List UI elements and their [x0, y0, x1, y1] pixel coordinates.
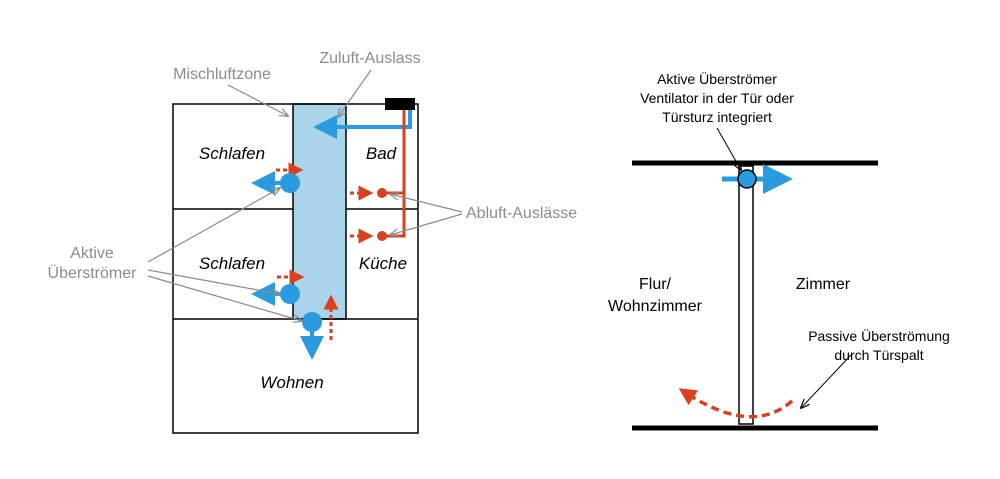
active-overflow-unit-schlafen-bottom	[280, 284, 300, 304]
label-mischluftzone: Mischluftzone	[173, 66, 271, 83]
leader-line	[801, 354, 852, 408]
label-tuerspalt: durch Türspalt	[834, 347, 923, 363]
leader-line	[338, 69, 372, 117]
exhaust-duct	[377, 110, 406, 241]
floor-plan-outline	[172, 103, 419, 434]
supply-outlet-box	[385, 98, 415, 110]
active-overflow-unit-wohnen	[302, 312, 322, 332]
door-fan	[737, 169, 757, 189]
exhaust-outlet-kueche	[377, 231, 387, 241]
label-zuluft-auslass: Zuluft-Auslass	[319, 50, 420, 67]
active-overflow-unit-schlafen-top	[280, 173, 300, 193]
leader-line	[147, 269, 280, 294]
room-label-bad: Bad	[366, 144, 397, 163]
leader-line	[390, 213, 463, 235]
leader-line	[227, 84, 288, 116]
label-aktive-ueberstroemer: Aktive Überströmer	[657, 70, 777, 87]
room-label-schlafen-top: Schlafen	[199, 144, 265, 163]
door-labels: Aktive Überströmer Ventilator in der Tür…	[608, 70, 950, 363]
room-labels: Schlafen Bad Schlafen Küche Wohnen	[199, 144, 407, 392]
label-zimmer: Zimmer	[796, 276, 851, 293]
label-flur: Flur/	[639, 276, 672, 293]
room-label-kueche: Küche	[359, 254, 407, 273]
label-ventilator: Ventilator in der Tür oder	[640, 90, 794, 106]
room-label-schlafen-bottom: Schlafen	[199, 254, 265, 273]
leader-line	[390, 194, 463, 213]
leader-line	[147, 188, 280, 263]
mixed-air-zone	[292, 103, 347, 320]
leader-line	[147, 275, 302, 321]
label-aktive: Aktive	[70, 245, 114, 262]
label-ueberstroemer: Überströmer	[48, 264, 138, 282]
label-wohnzimmer: Wohnzimmer	[608, 298, 703, 315]
exhaust-outlet-bad	[377, 188, 387, 198]
leader-line	[716, 127, 741, 170]
door-diagram	[632, 127, 878, 431]
room-label-wohnen: Wohnen	[260, 373, 323, 392]
door-leaf	[738, 165, 754, 425]
left-annotations: Mischluftzone Zuluft-Auslass Abluft-Ausl…	[48, 50, 577, 321]
exhaust-flow-arrows	[276, 162, 374, 340]
label-passive-ueberstroemung: Passive Überströmung	[808, 327, 950, 344]
label-abluft-auslaesse: Abluft-Auslässe	[466, 205, 577, 222]
label-tuersturz: Türsturz integriert	[662, 109, 772, 125]
passive-flow-arrow	[678, 388, 794, 419]
supply-duct	[313, 98, 415, 139]
supply-air-arrow	[313, 109, 412, 139]
